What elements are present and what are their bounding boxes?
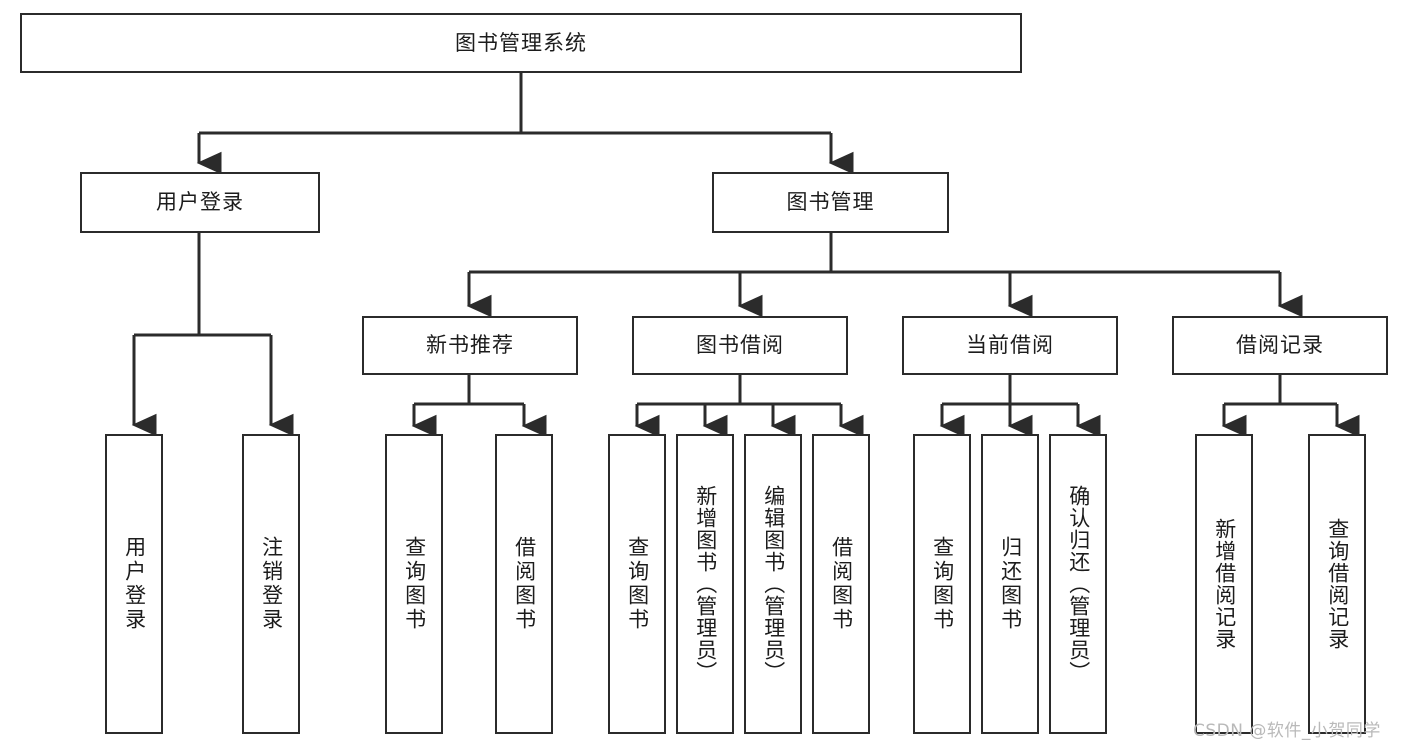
node-leaf-borrow-book-2[interactable]: 借阅图书 bbox=[812, 434, 870, 734]
node-leaf-query-book-2[interactable]: 查询图书 bbox=[608, 434, 666, 734]
csdn-watermark: CSDN @软件_小贺同学 bbox=[1193, 721, 1381, 741]
node-user-login[interactable]: 用户登录 bbox=[80, 172, 320, 233]
node-leaf-query-book-3-label: 查询图书 bbox=[930, 536, 955, 632]
node-leaf-user-login[interactable]: 用户登录 bbox=[105, 434, 163, 734]
node-leaf-query-record-label: 查询借阅记录 bbox=[1325, 518, 1350, 650]
node-current-borrow[interactable]: 当前借阅 bbox=[902, 316, 1118, 375]
node-leaf-add-book-label: 新增图书（管理员） bbox=[693, 485, 718, 683]
node-leaf-add-record-label: 新增借阅记录 bbox=[1212, 518, 1237, 650]
node-leaf-logout[interactable]: 注销登录 bbox=[242, 434, 300, 734]
node-leaf-edit-book[interactable]: 编辑图书（管理员） bbox=[744, 434, 802, 734]
node-leaf-query-book-2-label: 查询图书 bbox=[625, 536, 650, 632]
node-leaf-edit-book-label: 编辑图书（管理员） bbox=[761, 485, 786, 683]
node-leaf-add-book[interactable]: 新增图书（管理员） bbox=[676, 434, 734, 734]
node-root-label: 图书管理系统 bbox=[455, 30, 587, 55]
node-borrow-record[interactable]: 借阅记录 bbox=[1172, 316, 1388, 375]
node-book-borrow[interactable]: 图书借阅 bbox=[632, 316, 848, 375]
node-leaf-logout-label: 注销登录 bbox=[259, 536, 284, 632]
node-leaf-user-login-label: 用户登录 bbox=[122, 536, 147, 632]
node-root[interactable]: 图书管理系统 bbox=[20, 13, 1022, 73]
node-leaf-query-record[interactable]: 查询借阅记录 bbox=[1308, 434, 1366, 734]
node-leaf-query-book-1[interactable]: 查询图书 bbox=[385, 434, 443, 734]
node-book-manage-label: 图书管理 bbox=[786, 190, 875, 215]
node-leaf-confirm-return-label: 确认归还（管理员） bbox=[1066, 485, 1091, 683]
node-book-borrow-label: 图书借阅 bbox=[696, 333, 784, 358]
node-leaf-borrow-book-2-label: 借阅图书 bbox=[829, 536, 854, 632]
node-new-book-recommend-label: 新书推荐 bbox=[426, 333, 514, 358]
node-borrow-record-label: 借阅记录 bbox=[1236, 333, 1324, 358]
node-book-manage[interactable]: 图书管理 bbox=[712, 172, 949, 233]
node-leaf-add-record[interactable]: 新增借阅记录 bbox=[1195, 434, 1253, 734]
node-leaf-return-book[interactable]: 归还图书 bbox=[981, 434, 1039, 734]
node-leaf-query-book-1-label: 查询图书 bbox=[402, 536, 427, 632]
node-new-book-recommend[interactable]: 新书推荐 bbox=[362, 316, 578, 375]
node-leaf-borrow-book-1-label: 借阅图书 bbox=[512, 536, 537, 632]
node-current-borrow-label: 当前借阅 bbox=[966, 333, 1054, 358]
node-user-login-label: 用户登录 bbox=[156, 190, 244, 215]
node-leaf-query-book-3[interactable]: 查询图书 bbox=[913, 434, 971, 734]
node-leaf-confirm-return[interactable]: 确认归还（管理员） bbox=[1049, 434, 1107, 734]
node-leaf-return-book-label: 归还图书 bbox=[998, 536, 1023, 632]
node-leaf-borrow-book-1[interactable]: 借阅图书 bbox=[495, 434, 553, 734]
